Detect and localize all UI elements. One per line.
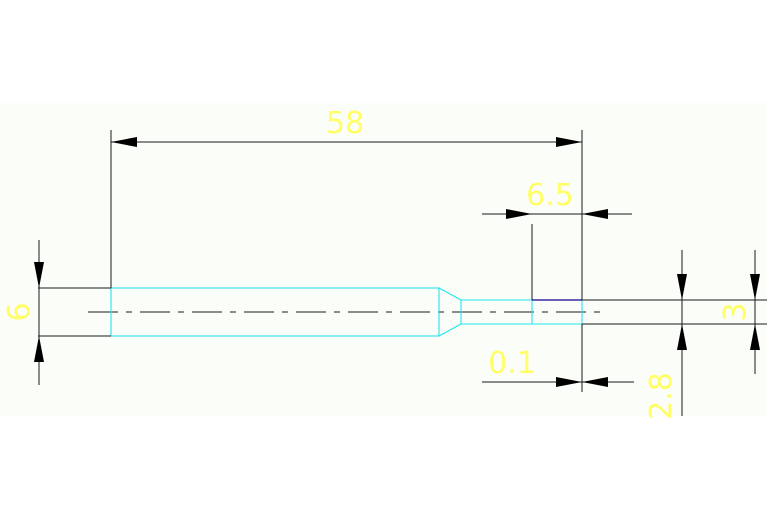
drawing-area [0,103,767,416]
part-outline [110,287,583,337]
dimension-0-1-label: 0.1 [488,346,536,381]
dimension-6-5: 6.5 [482,178,632,300]
dimension-58-label: 58 [326,106,364,141]
dimension-2-8: 2.8 [644,250,687,420]
dimension-6-label: 6 [2,302,37,321]
dimension-6: 6 [2,240,111,385]
dimension-0-1: 0.1 [482,324,634,392]
dimension-2-8-label: 2.8 [644,372,679,420]
dimension-58: 58 [110,106,583,300]
dimension-6-5-label: 6.5 [526,178,574,213]
dimension-3-label: 3 [718,302,753,321]
dimension-3: 3 [582,250,767,374]
